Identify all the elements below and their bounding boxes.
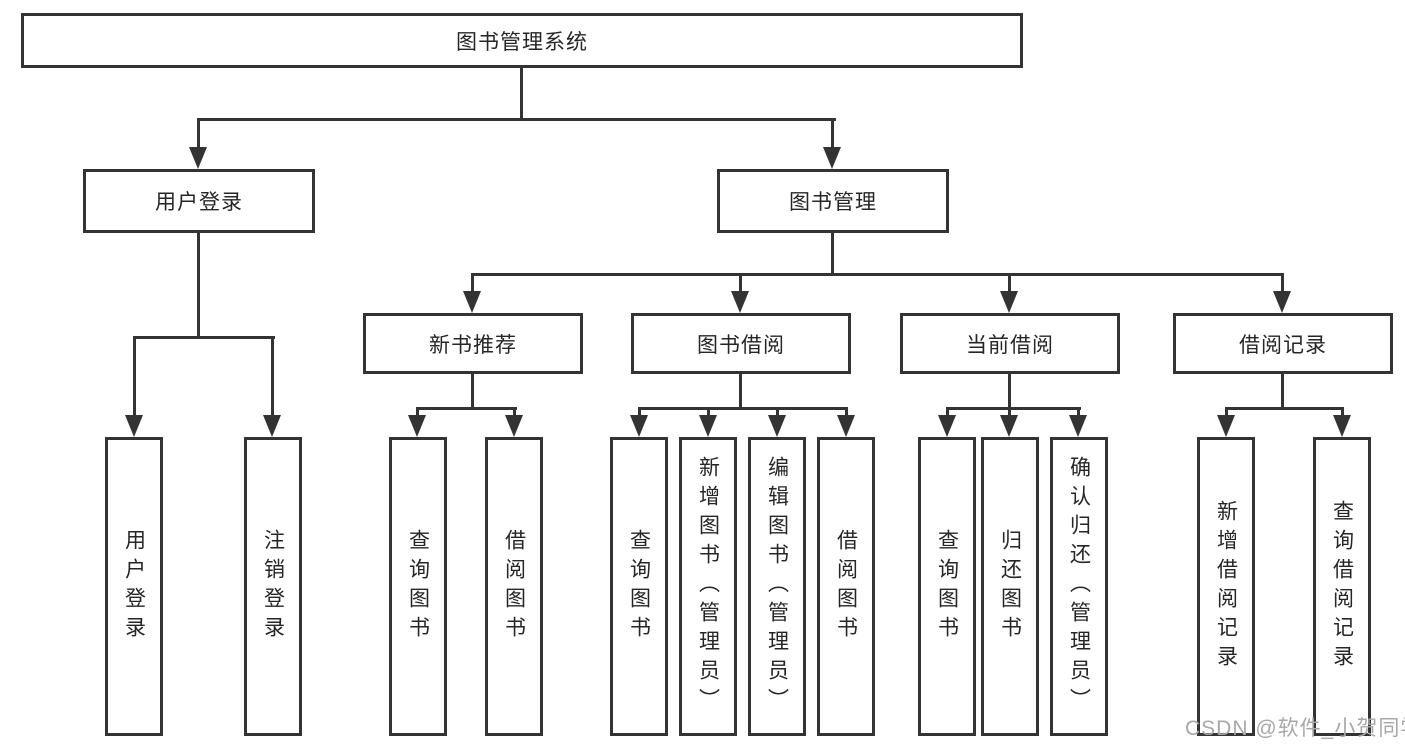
- connector: [1225, 407, 1344, 410]
- arrow-down-icon: [1000, 415, 1018, 437]
- connector: [416, 407, 419, 417]
- leaf-borrow-books-recommend: 借阅图书: [485, 437, 543, 736]
- leaf-add-borrow-record: 新增借阅记录: [1197, 437, 1255, 736]
- connector: [1008, 374, 1011, 410]
- connector: [1077, 407, 1080, 417]
- node-label: 借阅记录: [1239, 333, 1327, 357]
- connector: [197, 233, 200, 339]
- arrow-down-icon: [768, 415, 786, 437]
- connector: [707, 407, 710, 417]
- arrow-down-icon: [1000, 291, 1018, 313]
- arrow-down-icon: [630, 415, 648, 437]
- connector: [1225, 407, 1228, 417]
- connector: [1008, 407, 1011, 417]
- node-label: 用户登录: [122, 528, 146, 645]
- node-label: 借阅图书: [834, 528, 858, 645]
- connector: [1008, 273, 1011, 293]
- node-borrow-records: 借阅记录: [1173, 313, 1393, 374]
- connector: [845, 407, 848, 417]
- node-label: 编辑图书（管理员）: [765, 456, 789, 717]
- arrow-down-icon: [837, 415, 855, 437]
- leaf-query-books-borrow: 查询图书: [610, 437, 668, 736]
- node-current-borrow: 当前借阅: [900, 313, 1120, 374]
- node-label: 当前借阅: [966, 333, 1054, 357]
- connector: [638, 407, 641, 417]
- node-label: 归还图书: [998, 528, 1022, 645]
- connector: [1281, 273, 1284, 293]
- node-book-management: 图书管理: [717, 169, 949, 233]
- connector: [831, 233, 834, 276]
- connector: [946, 407, 1081, 410]
- arrow-down-icon: [938, 415, 956, 437]
- node-new-book-recommend: 新书推荐: [363, 313, 583, 374]
- arrow-down-icon: [463, 291, 481, 313]
- connector: [416, 407, 517, 410]
- node-book-borrow: 图书借阅: [631, 313, 851, 374]
- arrow-down-icon: [1333, 415, 1351, 437]
- connector: [471, 374, 474, 410]
- node-label: 查询图书: [406, 528, 430, 645]
- node-label: 新增借阅记录: [1214, 499, 1238, 674]
- connector: [638, 407, 848, 410]
- node-label: 图书管理: [789, 191, 877, 214]
- connector: [520, 68, 523, 121]
- connector: [471, 273, 1284, 276]
- node-library-management-system: 图书管理系统: [21, 13, 1023, 68]
- leaf-confirm-return-admin: 确认归还（管理员）: [1050, 437, 1108, 736]
- node-label: 查询图书: [935, 528, 959, 645]
- node-user-login: 用户登录: [83, 169, 315, 233]
- connector: [133, 336, 275, 339]
- leaf-query-books-recommend: 查询图书: [389, 437, 447, 736]
- arrow-down-icon: [1273, 291, 1291, 313]
- leaf-query-borrow-record: 查询借阅记录: [1313, 437, 1371, 736]
- arrow-down-icon: [505, 415, 523, 437]
- node-label: 新增图书（管理员）: [696, 456, 720, 717]
- leaf-borrow-books: 借阅图书: [817, 437, 875, 736]
- connector: [776, 407, 779, 417]
- leaf-user-login: 用户登录: [105, 437, 163, 736]
- arrow-down-icon: [1217, 415, 1235, 437]
- connector: [1281, 374, 1284, 410]
- arrow-down-icon: [823, 147, 841, 169]
- leaf-query-books-current: 查询图书: [918, 437, 976, 736]
- connector: [271, 336, 274, 417]
- node-label: 查询图书: [627, 528, 651, 645]
- connector: [739, 273, 742, 293]
- node-label: 确认归还（管理员）: [1067, 456, 1091, 717]
- node-label: 注销登录: [261, 528, 285, 645]
- arrow-down-icon: [1069, 415, 1087, 437]
- node-label: 新书推荐: [429, 333, 517, 357]
- leaf-logout: 注销登录: [244, 437, 302, 736]
- connector: [1341, 407, 1344, 417]
- connector: [197, 118, 836, 121]
- connector: [133, 336, 136, 417]
- node-label: 图书管理系统: [456, 30, 588, 54]
- arrow-down-icon: [699, 415, 717, 437]
- leaf-add-books-admin: 新增图书（管理员）: [679, 437, 737, 736]
- connector: [739, 374, 742, 410]
- connector: [197, 118, 200, 149]
- csdn-watermark: CSDN @软件_小贺同学: [1185, 717, 1405, 740]
- leaf-edit-books-admin: 编辑图书（管理员）: [748, 437, 806, 736]
- arrow-down-icon: [189, 147, 207, 169]
- arrow-down-icon: [731, 291, 749, 313]
- connector: [471, 273, 474, 293]
- arrow-down-icon: [263, 415, 281, 437]
- connector: [831, 118, 834, 149]
- node-label: 图书借阅: [697, 333, 785, 357]
- node-label: 查询借阅记录: [1330, 499, 1354, 674]
- arrow-down-icon: [125, 415, 143, 437]
- node-label: 借阅图书: [502, 528, 526, 645]
- leaf-return-books: 归还图书: [981, 437, 1039, 736]
- connector: [946, 407, 949, 417]
- arrow-down-icon: [408, 415, 426, 437]
- connector: [513, 407, 516, 417]
- node-label: 用户登录: [155, 191, 243, 214]
